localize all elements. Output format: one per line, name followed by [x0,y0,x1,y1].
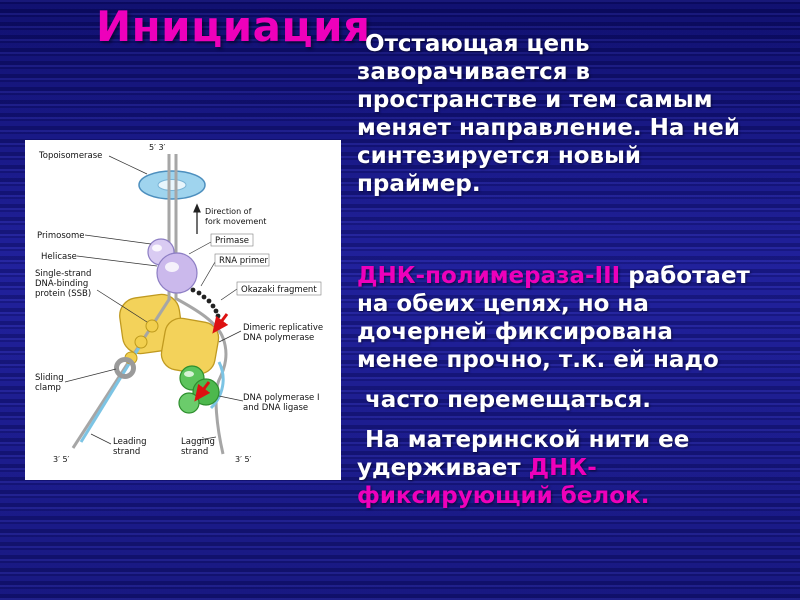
top-strand-ends-label: 5′ 3′ [149,143,166,152]
paragraph-dna-polymerase: ДНК-полимераза-III работает на обеих цеп… [357,262,761,374]
okazaki-fragment-label: Okazaki fragment [241,285,317,295]
ssb-protein-shapes [124,319,159,365]
lagging-strand-label-1: Lagging [181,437,215,447]
sliding-clamp-label-1: Sliding [35,373,64,383]
slide-title: Инициация [96,2,371,51]
replication-fork-diagram: Primase RNA primer Okazaki fragment Topo… [35,143,323,464]
topoisomerase-shape [138,170,206,200]
body-text: Отстающая цепь заворачивается в простран… [357,30,761,510]
accent-dna-binding-protein: ДНК-фиксирующий белок. [357,455,650,509]
ssb-label-3: protein (SSB) [35,289,91,299]
leading-strand-label-2: strand [113,447,140,457]
accent-dna-polymerase-iii: ДНК-полимераза-III [357,263,621,289]
primosome-label: Primosome [37,231,84,241]
red-arrow-lower [194,381,211,402]
topoisomerase-label: Topoisomerase [38,151,102,161]
ssb-label-1: Single-strand [35,269,91,279]
primosome-shape [147,238,198,294]
lagging-strand-ends-label: 3′ 5′ [235,455,252,464]
leader-lines [64,155,244,445]
pol1-ligase-label-1: DNA polymerase I [243,393,320,403]
ssb-label-2: DNA-binding [35,279,88,289]
rna-primer-label: RNA primer [219,256,269,266]
fork-direction-label-1: Direction of [205,207,252,216]
rna-primer-label-box [214,253,270,267]
dimeric-polymerase-label-2: DNA polymerase [243,333,314,343]
lagging-new-strand [209,361,225,410]
lagging-template-strand [174,296,228,455]
lagging-strand-label-2: strand [181,447,208,457]
diagram-panel: Primase RNA primer Okazaki fragment Topo… [25,140,341,480]
paragraph-mother-strand: На материнской нити ее удерживает ДНК-фи… [357,426,761,510]
red-arrow-upper [212,313,229,334]
leading-strand-ends-label: 3′ 5′ [53,455,70,464]
paragraph-move-often: часто перемещаться. [357,387,652,413]
sliding-clamp-label-2: clamp [35,383,61,393]
leading-strand-label-1: Leading [113,437,147,447]
helicase-label: Helicase [41,252,77,262]
sliding-clamp-shape [114,357,136,379]
paragraph-dna-polymerase-rest: работает на обеих цепях, но на дочерней … [357,263,758,373]
fork-direction-label-2: fork movement [205,217,266,226]
paragraph-mother-strand-start: На материнской нити ее удерживает [357,427,698,481]
dimeric-polymerase-label-1: Dimeric replicative [243,323,323,333]
primase-label-box [210,233,254,247]
okazaki-label-box [236,281,322,296]
paragraph-lagging-strand: Отстающая цепь заворачивается в простран… [357,31,749,197]
pol1-ligase-label-2: and DNA ligase [243,403,308,413]
primase-label: Primase [215,236,249,246]
rna-primer-beads [190,287,221,319]
